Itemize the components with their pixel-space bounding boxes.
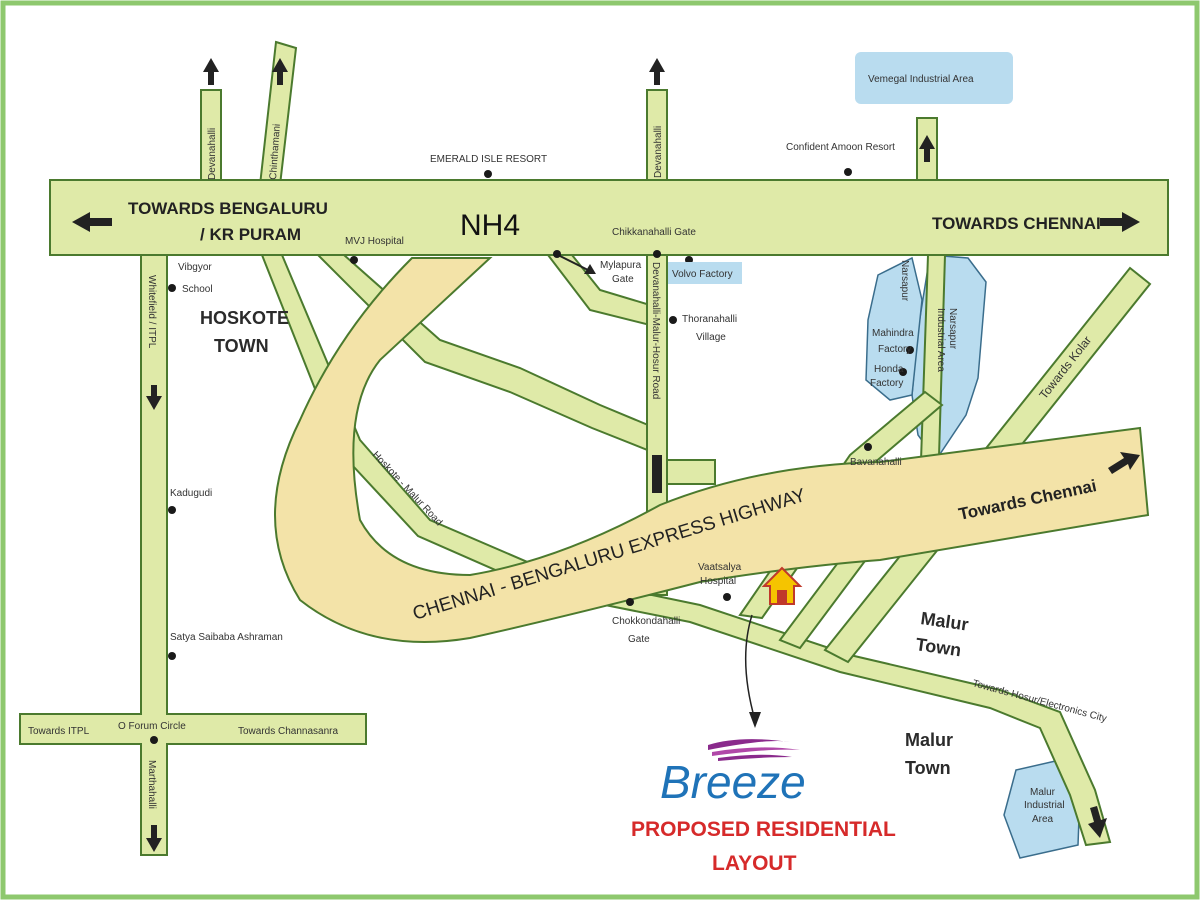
- project-pointer-arrow: [744, 614, 756, 721]
- place-label-emerald-isle: EMERALD ISLE RESORT: [430, 154, 547, 165]
- mahindra-honda-area: [865, 256, 923, 401]
- place-label-narsapur-small: Narsapur: [899, 260, 910, 302]
- place-label-narsapur-2: Industrial Area: [935, 308, 946, 372]
- place-label-malur-ind-1: Malur: [1030, 787, 1056, 798]
- road-label-towards-itpl: Towards ITPL: [28, 726, 90, 737]
- towards-bengaluru-label: TOWARDS BENGALURU: [128, 199, 328, 218]
- place-marker-icon: [484, 170, 492, 178]
- road-forum-circle: [19, 713, 367, 745]
- place-marker-icon: [844, 168, 852, 176]
- place-label-kadugudi: Kadugudi: [170, 488, 212, 499]
- arrow-hosur-icon: [1088, 806, 1107, 838]
- place-label-forum-circle: O Forum Circle: [118, 721, 186, 732]
- place-label-malur-ind-3: Area: [1032, 814, 1054, 825]
- place-marker-icon: [906, 346, 914, 354]
- road-label-devanahalli-malur-hosur: Devanahalli-Malur-Hosur Road: [650, 262, 661, 399]
- vemegal-industrial-area-box: [855, 52, 1013, 104]
- place-marker-icon: [168, 652, 176, 660]
- nh4-label: NH4: [460, 209, 520, 242]
- place-label-mylapura-1: Mylapura: [600, 260, 642, 271]
- place-label-vibgyor-1: Vibgyor: [178, 262, 212, 273]
- place-label-thoranahalli-1: Thoranahalli: [682, 314, 737, 325]
- place-label-mahindra-2: Factory: [878, 344, 911, 355]
- arrow-left-icon: [72, 212, 112, 232]
- road-label-towards-channasanra: Towards Channasanra: [238, 726, 338, 737]
- place-label-vaatsalya-1: Vaatsalya: [698, 562, 742, 573]
- arrow-up-icon: [272, 58, 288, 85]
- road-spur: [666, 459, 716, 485]
- volvo-factory-box: [668, 262, 742, 284]
- place-marker-icon: [150, 736, 158, 744]
- place-label-vemegal: Vemegal Industrial Area: [868, 74, 974, 85]
- place-label-vaatsalya-2: Hospital: [700, 576, 736, 587]
- place-marker-icon: [899, 368, 907, 376]
- place-marker-icon: [653, 250, 661, 258]
- place-label-chokkondahalli-2: Gate: [628, 634, 650, 645]
- project-title-line1: PROPOSED RESIDENTIAL: [631, 818, 896, 841]
- arrow-up-icon: [203, 58, 219, 85]
- town-label-hoskote-1: HOSKOTE: [200, 308, 289, 328]
- place-label-mahindra-1: Mahindra: [872, 328, 914, 339]
- road-label-chinthamani: Chinthamani: [268, 123, 283, 180]
- towards-chennai-nh4-label: TOWARDS CHENNAI: [932, 214, 1101, 233]
- place-marker-icon: [723, 593, 731, 601]
- place-label-vibgyor-2: School: [182, 284, 213, 295]
- arrow-mylapura-icon: [559, 255, 596, 274]
- place-label-satya-saibaba: Satya Saibaba Ashraman: [170, 632, 283, 643]
- arrow-kolar-icon: [1108, 452, 1140, 474]
- road-nh4: [49, 179, 1169, 256]
- kr-puram-label: / KR PURAM: [200, 225, 301, 244]
- road-label-devanahalli: Devanahalli: [207, 128, 218, 180]
- place-label-chikkanahalli-gate: Chikkanahalli Gate: [612, 227, 696, 238]
- place-label-chokkondahalli-1: Chokkondahalli: [612, 616, 680, 627]
- arrow-down-icon: [146, 825, 162, 852]
- road-label-devanahalli-2: Devanahalli: [653, 126, 664, 178]
- place-label-mylapura-2: Gate: [612, 274, 634, 285]
- road-label-marthahalli: Marthahalli: [146, 760, 157, 809]
- place-label-honda-1: Honda: [874, 364, 904, 375]
- place-label-honda-2: Factory: [870, 378, 903, 389]
- place-marker-icon: [168, 284, 176, 292]
- place-marker-icon: [553, 250, 561, 258]
- town-label-malur-b-2: Town: [905, 758, 951, 778]
- place-marker-icon: [350, 256, 358, 264]
- breeze-swoosh-icon: [708, 739, 800, 761]
- place-label-malur-ind-2: Industrial: [1024, 800, 1065, 811]
- place-label-mvj-hospital: MVJ Hospital: [345, 236, 404, 247]
- place-label-thoranahalli-2: Village: [696, 332, 726, 343]
- road-expressway: [274, 257, 1150, 643]
- project-brand-logo: Breeze: [660, 756, 806, 808]
- place-label-narsapur-1: Narsapur: [947, 308, 958, 350]
- arrow-down-icon: [146, 385, 162, 410]
- arrow-up-icon: [919, 135, 935, 162]
- project-title-line2: LAYOUT: [712, 852, 797, 875]
- road-label-whitefield: Whitefield / ITPL: [146, 275, 157, 349]
- place-label-confident-amoon: Confident Amoon Resort: [786, 142, 895, 153]
- arrow-right-icon: [1100, 212, 1140, 232]
- place-marker-icon: [669, 316, 677, 324]
- arrow-up-icon: [649, 58, 665, 85]
- place-label-bavanahalli: Bavanahalli: [850, 457, 902, 468]
- project-home-icon: [761, 566, 803, 605]
- place-marker-icon: [168, 506, 176, 514]
- place-marker-icon: [626, 598, 634, 606]
- place-label-volvo: Volvo Factory: [672, 269, 733, 280]
- town-label-malur-b-1: Malur: [905, 730, 953, 750]
- town-label-hoskote-2: TOWN: [214, 336, 269, 356]
- place-marker-icon: [864, 443, 872, 451]
